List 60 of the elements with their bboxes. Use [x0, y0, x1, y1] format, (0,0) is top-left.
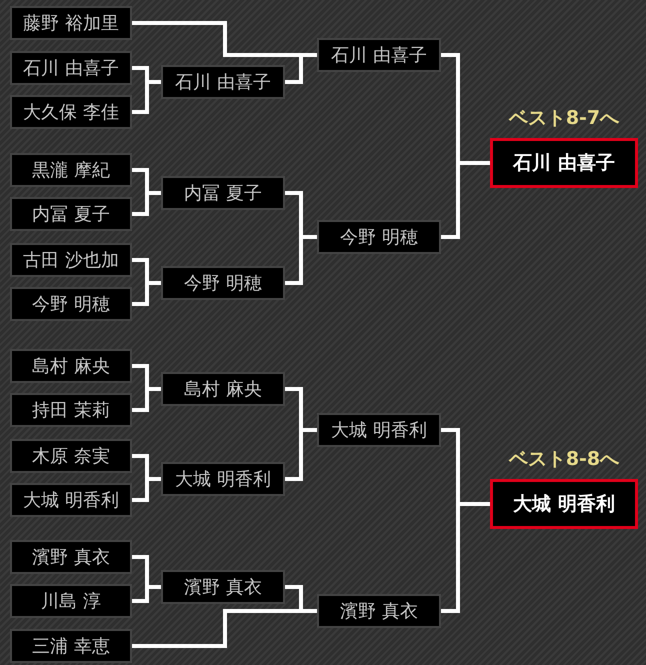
player-box: [10, 197, 132, 231]
player-box: [161, 65, 285, 99]
player-name: 川島 淳: [41, 590, 101, 613]
player-box: [10, 153, 132, 187]
player-box: [161, 462, 285, 496]
player-name: 藤野 裕加里: [23, 12, 119, 35]
player-box: [10, 6, 132, 40]
bracket-line: [132, 477, 161, 502]
player-name: 持田 茉莉: [32, 399, 110, 422]
player-name: 島村 麻央: [184, 378, 262, 401]
bracket-line: [132, 191, 161, 216]
player-name: 古田 沙也加: [23, 249, 119, 272]
player-box: [10, 439, 132, 473]
player-name: 濱野 真衣: [184, 576, 262, 599]
player-box: [10, 393, 132, 427]
player-name: 石川 由喜子: [513, 151, 615, 176]
player-name: 今野 明穂: [340, 226, 418, 249]
player-box: [161, 176, 285, 210]
player-name: 石川 由喜子: [331, 44, 427, 67]
bracket-line: [441, 161, 490, 239]
player-name: 黒瀧 摩紀: [32, 159, 110, 182]
player-box: [161, 266, 285, 300]
player-name: 石川 由喜子: [175, 71, 271, 94]
player-box: [10, 629, 132, 663]
bracket-line: [132, 80, 161, 114]
player-box: [317, 38, 441, 72]
player-name: 大城 明香利: [23, 489, 119, 512]
player-box: [10, 51, 132, 85]
player-box: [10, 287, 132, 321]
player-name: 三浦 幸恵: [32, 635, 110, 658]
player-box: [10, 243, 132, 277]
player-name: 濱野 真衣: [32, 546, 110, 569]
bracket-line: [132, 281, 161, 306]
player-box: [161, 372, 285, 406]
player-name: 内冨 夏子: [184, 182, 262, 205]
bracket-line: [441, 502, 490, 613]
bracket-line: [132, 585, 161, 603]
player-name: 濱野 真衣: [340, 600, 418, 623]
player-name: 今野 明穂: [184, 272, 262, 295]
player-name: 石川 由喜子: [23, 57, 119, 80]
player-name: 大城 明香利: [175, 468, 271, 491]
player-box: [10, 540, 132, 574]
bracket-line: [132, 387, 161, 412]
player-name: 大城 明香利: [513, 492, 615, 517]
advance-label: ベスト8-8へ: [508, 447, 620, 472]
player-box: [317, 413, 441, 447]
player-box: [317, 594, 441, 628]
advance-label: ベスト8-7へ: [508, 106, 620, 131]
player-name: 島村 麻央: [32, 355, 110, 378]
player-box: [10, 483, 132, 517]
player-name: 大城 明香利: [331, 419, 427, 442]
player-name: 内冨 夏子: [32, 203, 110, 226]
player-name: 木原 奈実: [32, 445, 110, 468]
player-box: [10, 349, 132, 383]
player-box: [10, 95, 132, 129]
player-box: [317, 220, 441, 254]
player-name: 今野 明穂: [32, 293, 110, 316]
player-name: 大久保 李佳: [23, 101, 119, 124]
player-box: [161, 570, 285, 604]
player-box: [10, 584, 132, 618]
